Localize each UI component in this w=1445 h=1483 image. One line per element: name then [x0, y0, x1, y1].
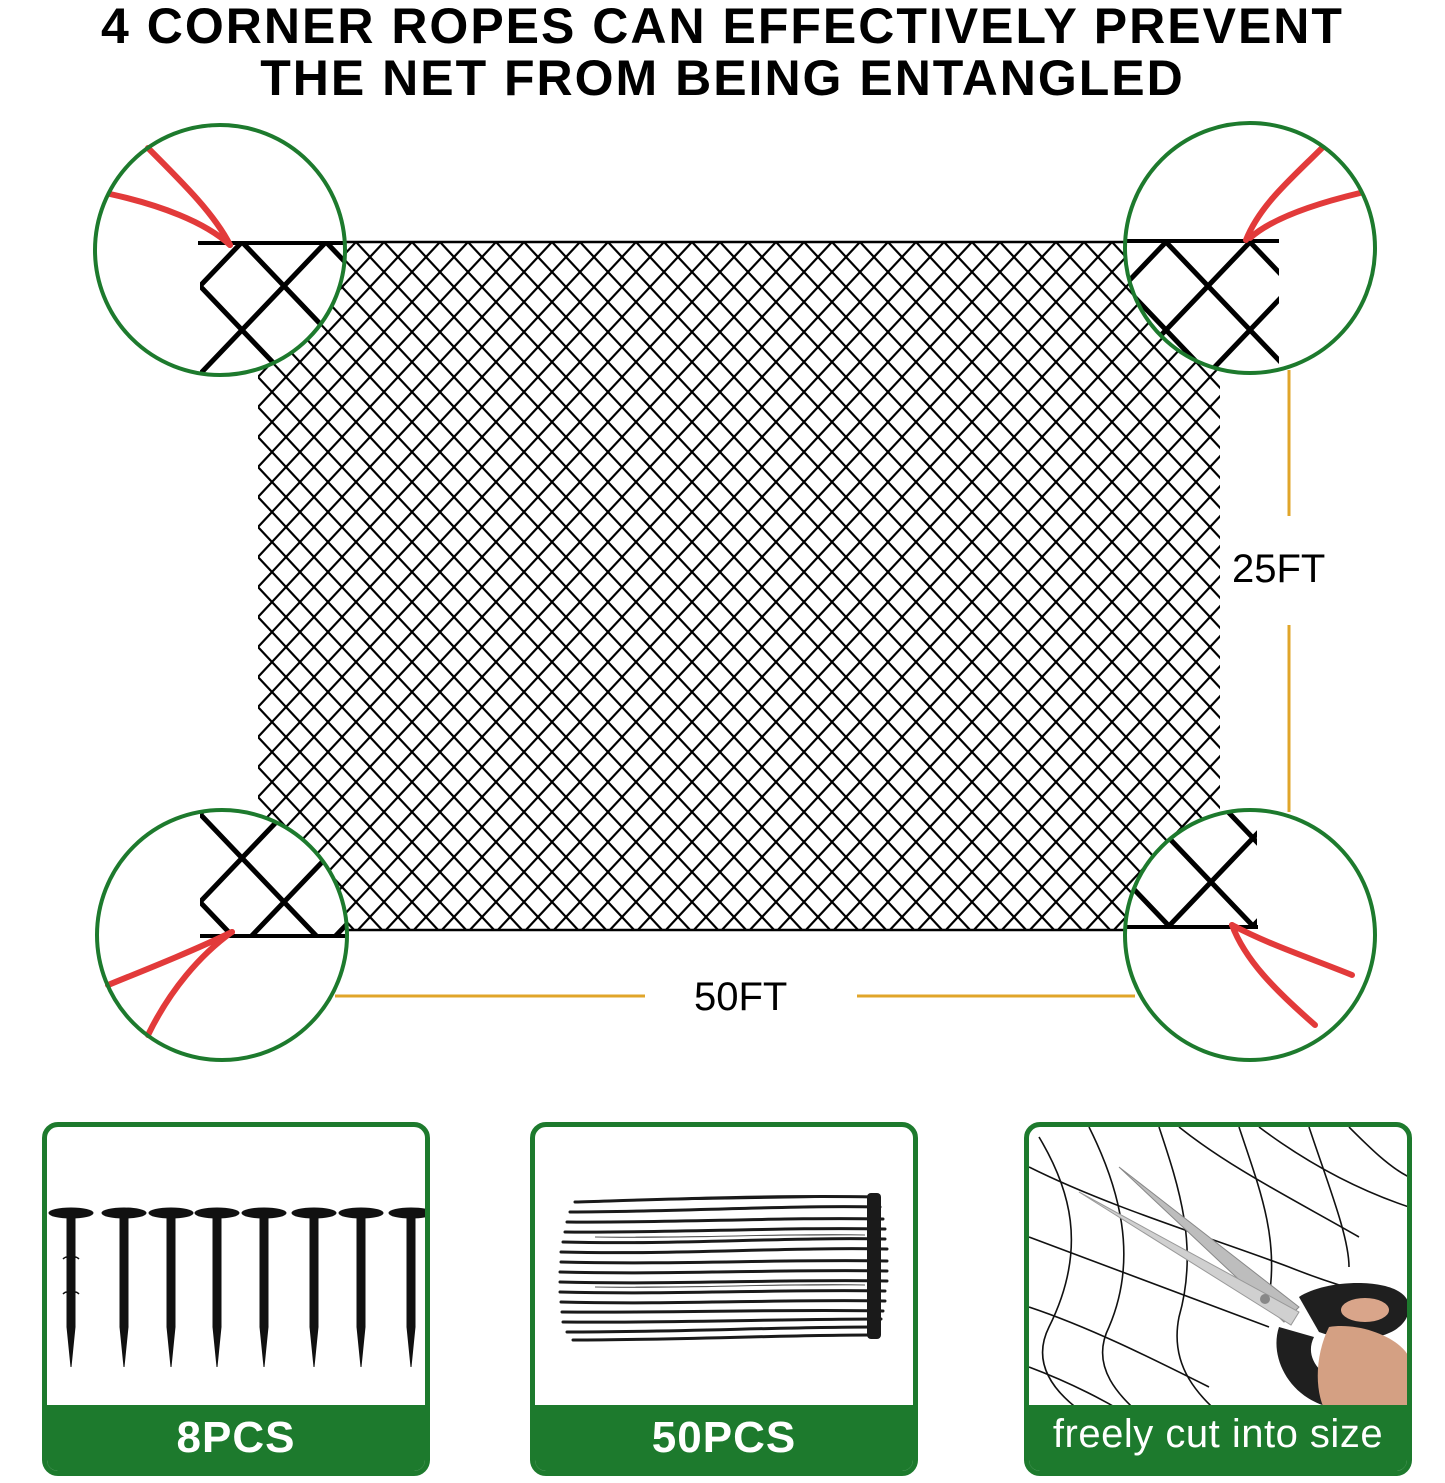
- corner-callout-bottom-left: [95, 808, 349, 1062]
- corner-callout-top-right: [1123, 121, 1377, 375]
- width-label: 50FT: [694, 975, 788, 1019]
- headline-line-2: THE NET FROM BEING ENTANGLED: [260, 50, 1185, 106]
- card-stakes: 8PCS: [42, 1122, 430, 1476]
- height-label: 25FT: [1232, 547, 1326, 591]
- headline-line-1: 4 CORNER ROPES CAN EFFECTIVELY PREVENT: [101, 0, 1344, 54]
- card-cable-ties: 50PCS: [530, 1122, 918, 1476]
- card-label-stakes: 8PCS: [47, 1405, 425, 1471]
- card-label-cut-to-size: freely cut into size: [1029, 1405, 1407, 1471]
- headline: 4 CORNER ROPES CAN EFFECTIVELY PREVENT T…: [0, 0, 1445, 104]
- scissors-icon: [1078, 1166, 1407, 1417]
- net-diagram: [93, 121, 1377, 1062]
- card-cut-to-size: freely cut into size: [1024, 1122, 1412, 1476]
- ground-stake-icons: [48, 1207, 425, 1368]
- card-label-cable-ties: 50PCS: [535, 1405, 913, 1471]
- scissors-cutting-net-image: [1029, 1127, 1407, 1423]
- net-mesh: [258, 240, 1220, 932]
- cable-ties-bundle-icon: [558, 1193, 889, 1342]
